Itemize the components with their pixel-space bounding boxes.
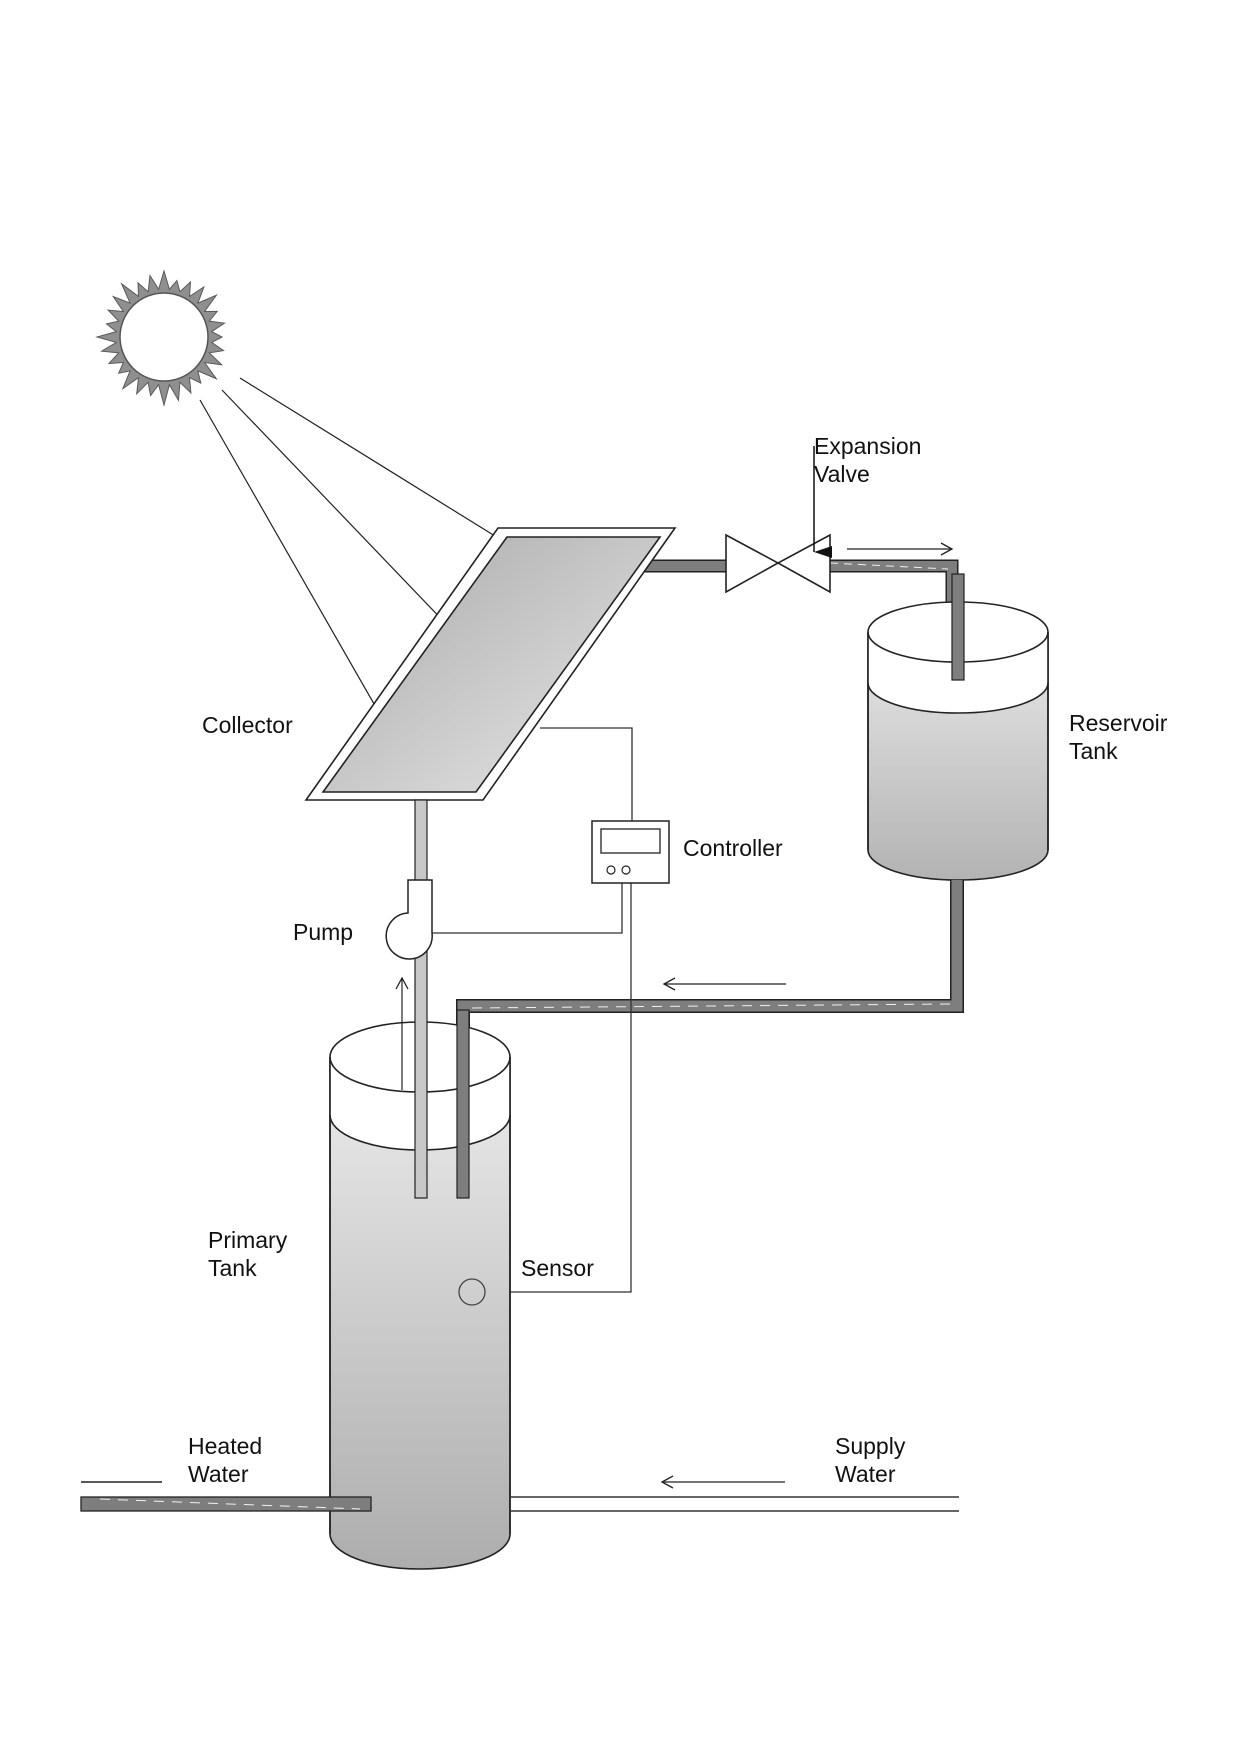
reservoir-label-1: Reservoir bbox=[1069, 710, 1168, 736]
controller-display bbox=[600, 828, 661, 854]
sun-ray-2 bbox=[221, 389, 474, 653]
sensor[interactable] bbox=[458, 1278, 486, 1306]
controller-button-1 bbox=[606, 865, 616, 875]
heated-water-label-2: Water bbox=[188, 1461, 249, 1487]
control-wires bbox=[432, 727, 633, 1293]
sensor-label: Sensor bbox=[521, 1255, 594, 1281]
controller-label: Controller bbox=[683, 835, 783, 861]
controller-button-2 bbox=[621, 865, 631, 875]
expansion-valve-label-1: Expansion bbox=[814, 433, 921, 459]
primary-tank-label-1: Primary bbox=[208, 1227, 288, 1253]
supply-water-pipe bbox=[510, 1496, 959, 1512]
supply-water-label-1: Supply bbox=[835, 1433, 906, 1459]
supply-water-label-2: Water bbox=[835, 1461, 896, 1487]
expansion-valve-label-2: Valve bbox=[814, 461, 870, 487]
heated-water-label-1: Heated bbox=[188, 1433, 262, 1459]
return-pipe-inlet bbox=[456, 1009, 470, 1199]
primary-tank-label-2: Tank bbox=[208, 1255, 257, 1281]
solar-collector[interactable] bbox=[304, 527, 677, 801]
heated-water-pipe bbox=[80, 1481, 372, 1512]
controller[interactable] bbox=[591, 820, 670, 884]
collector-label: Collector bbox=[202, 712, 293, 738]
return-pipe-to-primary bbox=[456, 880, 964, 1198]
reservoir-label-2: Tank bbox=[1069, 738, 1118, 764]
cold-pipe-to-collector bbox=[414, 799, 428, 1199]
pump[interactable] bbox=[385, 879, 433, 960]
sun-icon bbox=[95, 269, 226, 407]
reservoir-tank[interactable] bbox=[867, 573, 1049, 881]
pump-label: Pump bbox=[293, 919, 353, 945]
